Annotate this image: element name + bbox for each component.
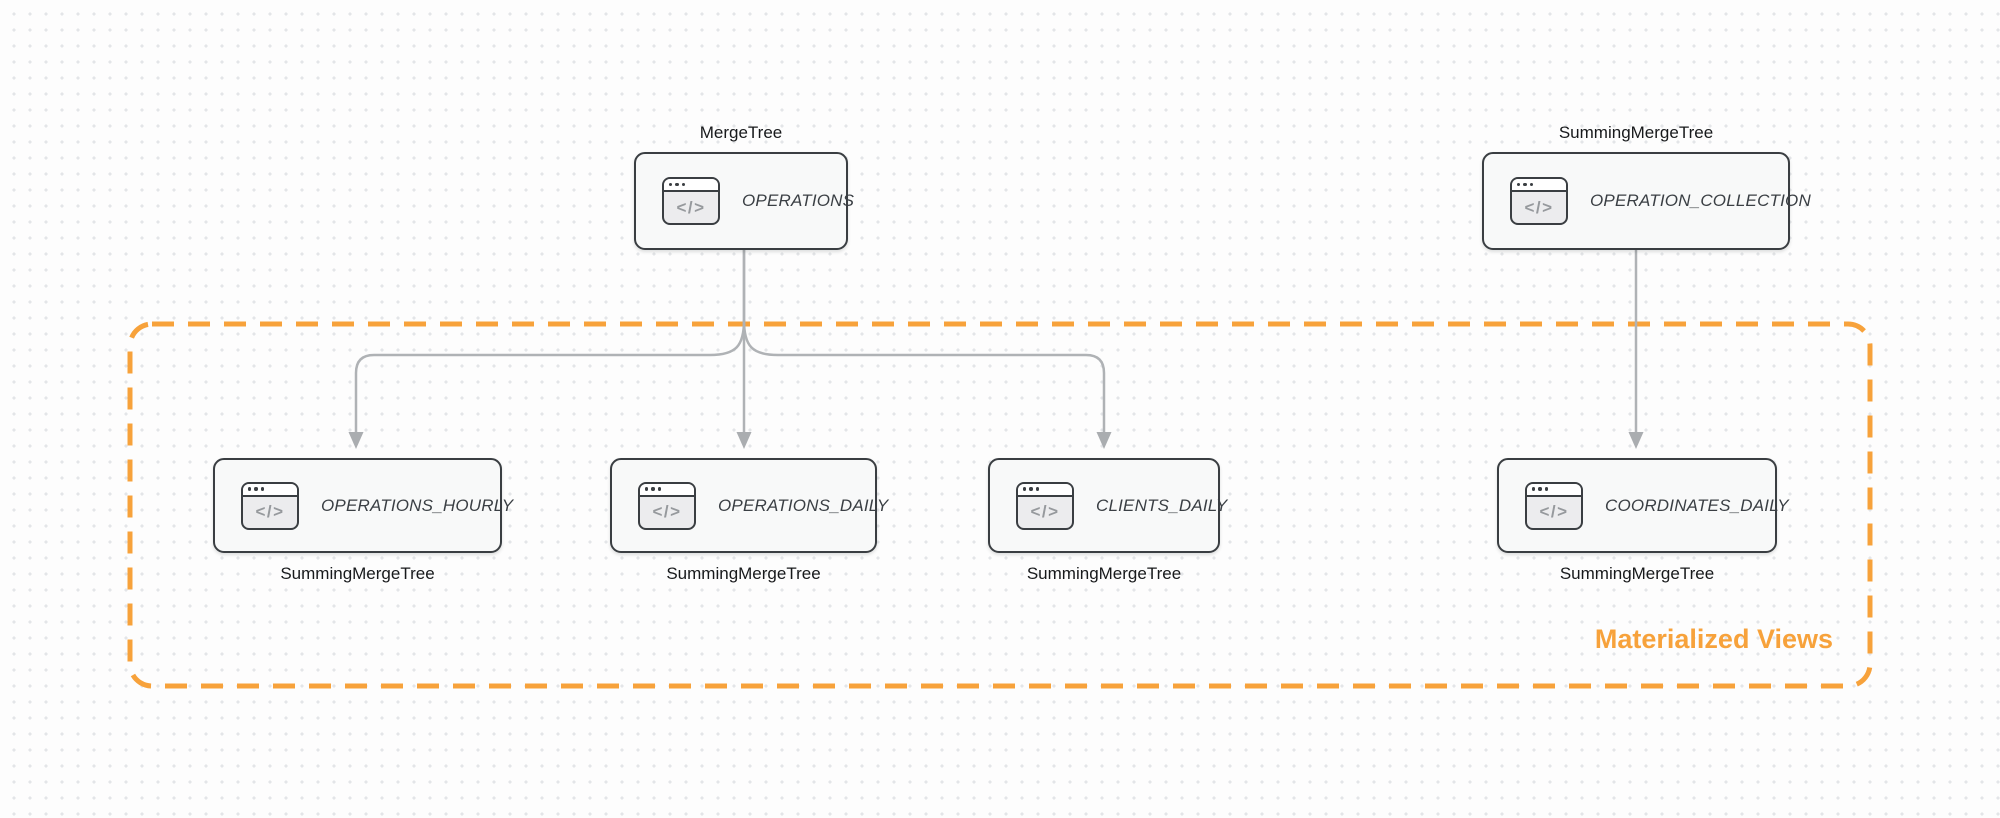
table-node-box[interactable]: </> CLIENTS_DAILY — [988, 458, 1227, 553]
code-window-icon: </> — [662, 177, 720, 225]
table-node-box[interactable]: </> OPERATIONS_DAILY — [610, 458, 888, 553]
arrowhead-icon — [736, 432, 752, 449]
code-window-icon: </> — [1510, 177, 1568, 225]
node-operation-collection: SummingMergeTree </> OPERATION_COLLECTIO… — [1482, 123, 1811, 250]
engine-label: SummingMergeTree — [1559, 564, 1715, 583]
materialized-views-group-label: Materialized Views — [1594, 624, 1833, 654]
table-name: COORDINATES_DAILY — [1605, 495, 1789, 515]
window-bar — [664, 179, 718, 192]
code-glyph: </> — [676, 197, 706, 217]
code-window-icon: </> — [241, 481, 299, 530]
table-name: OPERATIONS — [742, 191, 855, 210]
engine-label: SummingMergeTree — [1558, 123, 1714, 142]
code-glyph: </> — [652, 502, 682, 521]
node-operations-hourly: SummingMergeTree </> OPERATIONS_HOURLY — [213, 458, 513, 583]
arrowhead-icon — [1628, 432, 1644, 449]
arrowhead-icon — [1096, 432, 1112, 449]
arrowhead-icon — [348, 432, 364, 449]
code-window-icon: </> — [1016, 481, 1074, 530]
code-glyph: </> — [255, 502, 285, 521]
code-glyph: </> — [1539, 502, 1569, 521]
node-operations-daily: SummingMergeTree </> OPERATIONS_DAILY — [610, 458, 888, 583]
code-window-icon: </> — [1525, 481, 1583, 530]
table-node-box[interactable]: </> OPERATIONS — [634, 152, 854, 250]
table-name: OPERATIONS_DAILY — [718, 495, 889, 515]
engine-label: SummingMergeTree — [280, 564, 435, 583]
node-coordinates-daily: SummingMergeTree </> COORDINATES_DAILY — [1497, 458, 1789, 583]
table-name: CLIENTS_DAILY — [1096, 495, 1228, 515]
node-clients-daily: SummingMergeTree </> CLIENTS_DAILY — [988, 458, 1227, 583]
window-bar — [1512, 179, 1566, 192]
edge-operations-to-operations-hourly — [354, 250, 746, 432]
window-bar — [243, 483, 297, 497]
table-name: OPERATION_COLLECTION — [1590, 191, 1811, 210]
table-node-box[interactable]: </> COORDINATES_DAILY — [1497, 458, 1789, 553]
table-name: OPERATIONS_HOURLY — [321, 495, 514, 515]
table-node-box[interactable]: </> OPERATION_COLLECTION — [1482, 152, 1811, 250]
window-bar — [640, 483, 694, 497]
engine-label: SummingMergeTree — [1026, 564, 1182, 583]
code-glyph: </> — [1524, 197, 1554, 217]
code-window-icon: </> — [638, 481, 696, 530]
edge-operations-to-clients-daily — [742, 319, 1106, 432]
window-bar — [1527, 483, 1581, 497]
engine-label: SummingMergeTree — [666, 564, 821, 583]
table-node-box[interactable]: </> OPERATIONS_HOURLY — [213, 458, 513, 553]
window-bar — [1018, 483, 1072, 497]
node-operations: MergeTree </> OPERATIONS — [634, 123, 854, 250]
engine-label: MergeTree — [699, 123, 783, 142]
code-glyph: </> — [1030, 502, 1060, 521]
